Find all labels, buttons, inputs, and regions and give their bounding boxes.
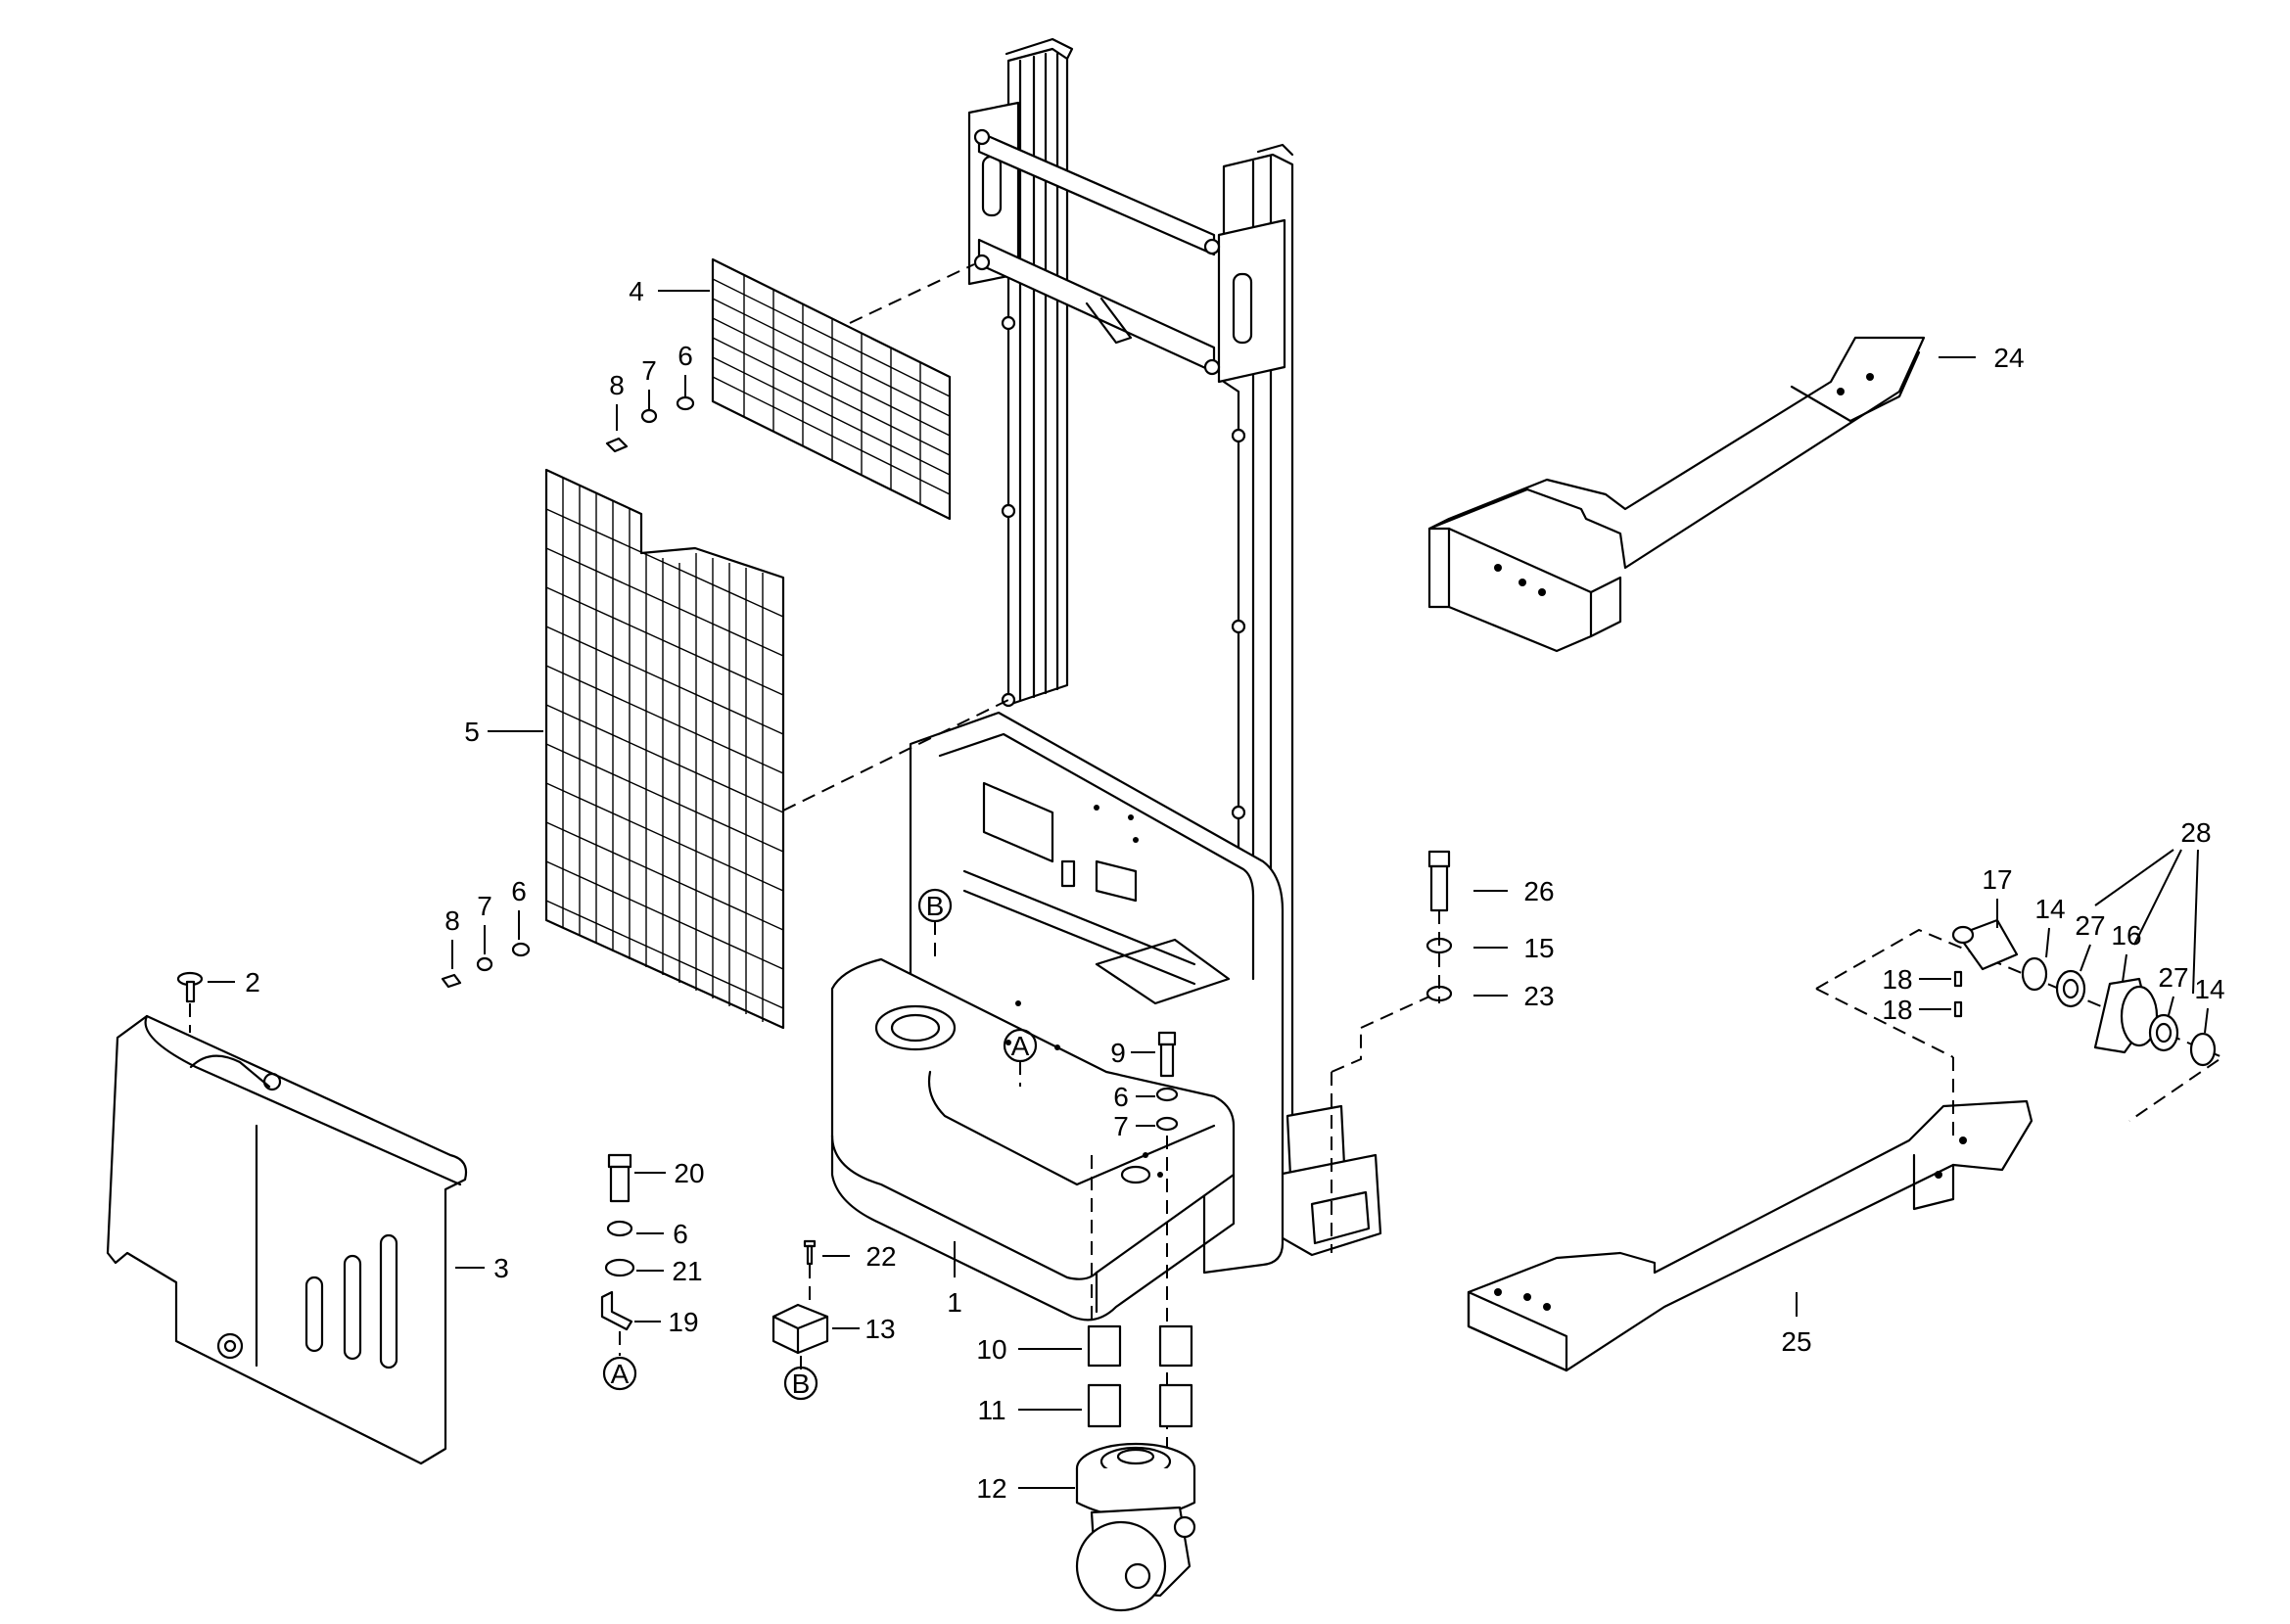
callout-18-lower: 18 bbox=[1882, 995, 1912, 1025]
callout-3: 3 bbox=[493, 1253, 509, 1283]
callout-28: 28 bbox=[2180, 817, 2211, 848]
caster-assembly bbox=[1075, 1136, 1196, 1612]
callout-27-left: 27 bbox=[2075, 910, 2105, 941]
callout-10: 10 bbox=[976, 1334, 1006, 1365]
callout-23: 23 bbox=[1523, 981, 1554, 1011]
callout-11: 11 bbox=[977, 1395, 1005, 1425]
marker-b-lower: B bbox=[783, 1366, 818, 1401]
callout-16: 16 bbox=[2111, 920, 2141, 951]
callout-6-lower: 6 bbox=[511, 876, 527, 906]
callout-21: 21 bbox=[672, 1256, 702, 1286]
callout-14-left: 14 bbox=[2034, 894, 2065, 924]
callout-20: 20 bbox=[674, 1158, 704, 1188]
marker-b-upper: B bbox=[917, 888, 953, 964]
leg-24 bbox=[1427, 336, 1926, 653]
callout-8-lower: 8 bbox=[444, 905, 460, 936]
front-cover bbox=[106, 1014, 468, 1465]
callout-19: 19 bbox=[668, 1307, 698, 1337]
leg-25 bbox=[1467, 1099, 2033, 1372]
callout-9: 9 bbox=[1110, 1038, 1126, 1068]
callout-labels: 4 8 7 6 5 8 7 6 2 3 20 6 21 19 bbox=[208, 276, 2225, 1504]
callout-7-center: 7 bbox=[1113, 1111, 1129, 1141]
callout-8-upper: 8 bbox=[609, 370, 625, 400]
callout-18-upper: 18 bbox=[1882, 964, 1912, 995]
callout-4: 4 bbox=[629, 276, 644, 306]
marker-a-lower-label: A bbox=[611, 1359, 630, 1389]
callout-22: 22 bbox=[865, 1241, 896, 1272]
marker-b-upper-label: B bbox=[926, 891, 945, 921]
grille-5 bbox=[544, 468, 785, 1030]
callout-5: 5 bbox=[464, 717, 480, 747]
marker-a-upper: A bbox=[1003, 1028, 1038, 1087]
callout-27-right: 27 bbox=[2158, 962, 2188, 993]
chassis-base bbox=[830, 711, 1285, 1322]
callout-25: 25 bbox=[1781, 1326, 1811, 1357]
callout-6-left: 6 bbox=[673, 1219, 688, 1249]
callout-17: 17 bbox=[1982, 864, 2012, 895]
load-wheel-parts bbox=[1951, 918, 2217, 1067]
marker-a-lower: A bbox=[602, 1356, 637, 1391]
callout-1: 1 bbox=[947, 1287, 962, 1318]
marker-b-lower-label: B bbox=[792, 1369, 811, 1399]
callout-26: 26 bbox=[1523, 876, 1554, 906]
callout-2: 2 bbox=[245, 967, 260, 998]
callout-13: 13 bbox=[865, 1314, 895, 1344]
callout-7-lower: 7 bbox=[477, 891, 492, 921]
grille-4 bbox=[711, 257, 952, 521]
callout-6-center: 6 bbox=[1113, 1082, 1129, 1112]
hardware bbox=[176, 395, 1453, 1370]
callout-24: 24 bbox=[1993, 343, 2024, 373]
callout-7-upper: 7 bbox=[641, 355, 657, 386]
callout-6-upper: 6 bbox=[678, 341, 693, 371]
callout-14-right: 14 bbox=[2194, 974, 2224, 1004]
callout-12: 12 bbox=[976, 1473, 1006, 1504]
marker-a-upper-label: A bbox=[1011, 1031, 1030, 1061]
callout-15: 15 bbox=[1523, 933, 1554, 963]
